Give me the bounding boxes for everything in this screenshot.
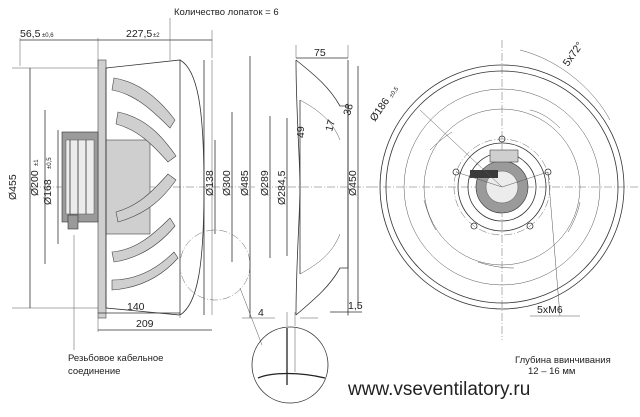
cable-gland-note-1: Резьбовое кабельное bbox=[68, 353, 163, 364]
dim-138: Ø138 bbox=[204, 170, 216, 196]
dim-485: Ø485 bbox=[239, 170, 251, 196]
tol-168: ±0,5 bbox=[47, 157, 53, 169]
blade-count-note: Количество лопаток = 6 bbox=[174, 7, 279, 18]
inlet-ring-view: 75 Ø289 Ø284,5 Ø450 49 17 38 1,5 bbox=[259, 45, 370, 316]
dim-140: 140 bbox=[127, 301, 145, 313]
dim-227-5: 227,5 bbox=[126, 28, 152, 40]
detail-view: 4 bbox=[239, 287, 329, 404]
dim-75: 75 bbox=[314, 47, 326, 59]
watermark: www.vseventilatory.ru bbox=[347, 379, 530, 400]
dim-209: 209 bbox=[136, 318, 154, 330]
dim-284-5: Ø284,5 bbox=[276, 170, 288, 205]
front-view: Ø186 ±0,5 5x72° 5xM6 Глубина ввинчивания… bbox=[368, 40, 640, 377]
dim-450: Ø450 bbox=[347, 170, 359, 196]
dim-300: Ø300 bbox=[221, 170, 233, 196]
dim-56-5: 56,5 bbox=[20, 28, 41, 40]
dim-289: Ø289 bbox=[259, 170, 271, 196]
thread-depth-note-1: Глубина ввинчивания bbox=[515, 355, 611, 366]
dim-186: Ø186 bbox=[368, 96, 393, 124]
dim-168: Ø168 bbox=[42, 179, 54, 205]
tol-56-5: ±0,6 bbox=[42, 33, 54, 39]
dim-455: Ø455 bbox=[7, 174, 19, 200]
dim-17: 17 bbox=[323, 118, 338, 133]
side-view: 56,5 ±0,6 227,5 ±2 Количество лопаток = … bbox=[7, 7, 279, 377]
dim-5x72: 5x72° bbox=[561, 40, 586, 69]
thread-depth-note-2: 12 – 16 мм bbox=[528, 366, 575, 377]
dim-200: Ø200 bbox=[29, 170, 41, 196]
dim-1-5: 1,5 bbox=[348, 300, 363, 312]
dim-5xM6: 5xM6 bbox=[537, 304, 563, 316]
dim-49: 49 bbox=[295, 126, 307, 138]
tol-186: ±0,5 bbox=[389, 86, 401, 100]
cable-gland-note-2: соединение bbox=[68, 366, 120, 377]
dim-4: 4 bbox=[258, 307, 264, 319]
tol-200: ±1 bbox=[34, 159, 40, 166]
tol-227-5: ±2 bbox=[153, 33, 160, 39]
dim-38: 38 bbox=[341, 102, 356, 117]
